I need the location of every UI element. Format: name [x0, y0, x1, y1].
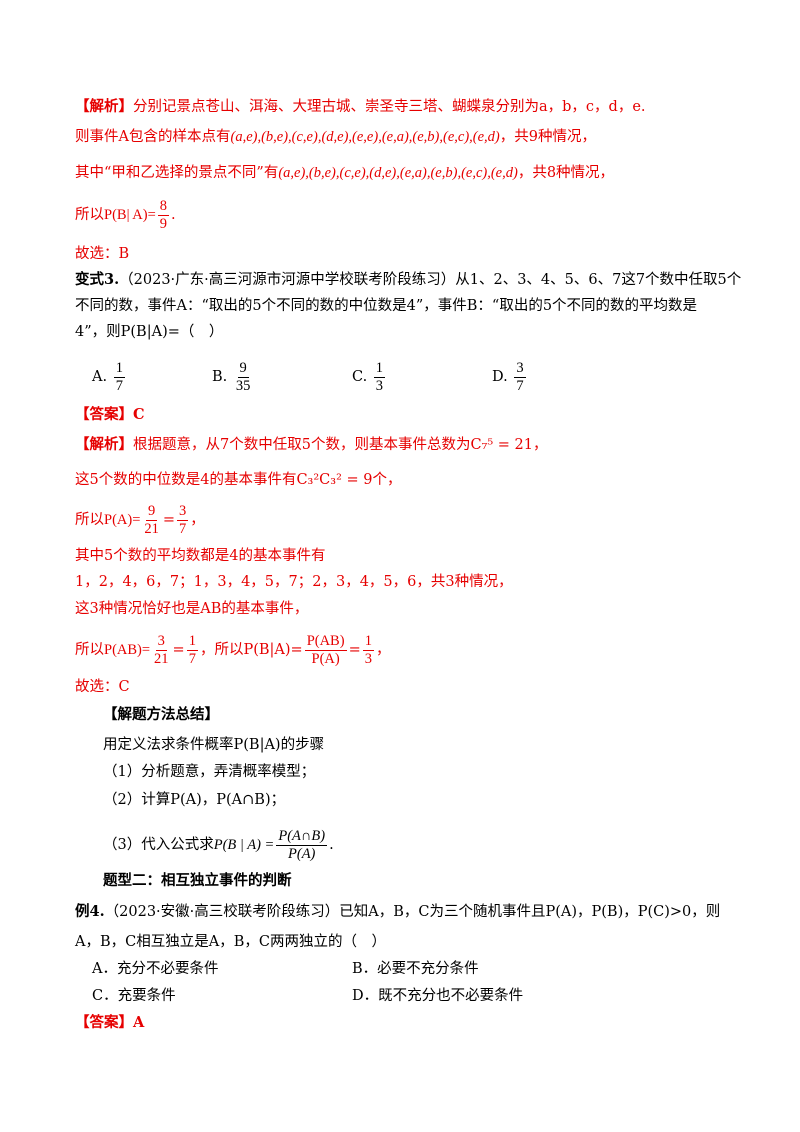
analysis2-line1: 【解析】根据题意，从7个数中任取5个数，则基本事件总数为C₇⁵ = 21， — [75, 435, 548, 455]
example4-label: 例4. — [75, 903, 105, 920]
frac-num: 9 — [237, 359, 249, 378]
option-letter: D. — [492, 369, 508, 385]
analysis1-line2: 则事件A包含的样本点有(a,e),(b,e),(c,e),(d,e),(e,e)… — [75, 127, 596, 147]
frac-den: 35 — [235, 377, 251, 394]
analysis1-line1: 【解析】分别记景点苍山、洱海、大理古城、崇圣寺三塔、蝴蝶泉分别为a，b，c，d，… — [75, 97, 646, 117]
analysis2-text1: 根据题意，从7个数中任取5个数，则基本事件总数为C₇⁵ = 21， — [133, 437, 548, 453]
frac-den: 7 — [179, 520, 187, 537]
analysis2-choice: 故选：C — [75, 679, 130, 695]
frac-den: 3 — [375, 377, 384, 394]
variant3-label: 变式3. — [75, 271, 120, 288]
example4-line2: A，B，C相互独立是A，B，C两两独立的（ ） — [75, 934, 386, 950]
variant3-line1: 变式3.（2023·广东·高三河源市河源中学校联考阶段练习）从1、2、3、4、5… — [75, 270, 741, 290]
frac-num: 3 — [155, 632, 167, 651]
summary-step3: （3）代入公式求P(B | A) =P(A∩B)P(A). — [103, 825, 334, 865]
analysis2-line6: 这3种情况恰好也是AB的基本事件， — [75, 601, 309, 617]
example4-option-c: C．充要条件 — [92, 988, 176, 1004]
analysis2-line5: 1，2，4，6，7；1，3，4，5，7；2，3，4，5，6，共3种情况， — [75, 574, 513, 590]
frac-num: P(A∩B) — [276, 827, 328, 846]
option-letter: B. — [212, 369, 228, 385]
analysis1-line3-pre: 其中“甲和乙选择的景点不同”有 — [75, 165, 279, 181]
frac-den: 7 — [516, 377, 524, 394]
summary-step1: （1）分析题意，弄清概率模型； — [103, 764, 316, 780]
frac-num: 8 — [157, 197, 170, 216]
summary-step3-pre: （3）代入公式求 — [103, 837, 214, 853]
analysis1-line2-post: ，共9种情况， — [499, 129, 596, 145]
analysis1-line3-post: ，共8种情况， — [517, 165, 615, 181]
analysis1-line3: 其中“甲和乙选择的景点不同”有(a,e),(b,e),(c,e),(d,e),(… — [75, 163, 614, 183]
frac-num: 1 — [362, 632, 374, 651]
frac-den: 7 — [188, 650, 196, 667]
variant3-line2: 不同的数，事件A：“取出的5个不同的数的中位数是4”，事件B：“取出的5个不同的… — [75, 298, 698, 314]
fraction: P(A∩B)P(A) — [276, 827, 328, 863]
analysis2-line7-pre: 所以P(AB)= — [75, 642, 151, 658]
option-letter: C. — [352, 369, 368, 385]
analysis2-line2: 这5个数的中位数是4的基本事件有C₃²C₃² = 9个， — [75, 472, 402, 488]
analysis1-line3-math: (a,e),(b,e),(c,e),(d,e),(e,a),(e,b),(e,c… — [278, 165, 518, 181]
example4-option-d: D．既不充分也不必要条件 — [352, 988, 524, 1004]
analysis2-line3-pre: 所以P(A)= — [75, 512, 141, 528]
frac-den: 9 — [159, 215, 168, 232]
frac-num: P(AB) — [304, 632, 347, 651]
frac-num: 9 — [146, 502, 158, 521]
frac-num: 1 — [113, 359, 125, 378]
example4-option-a: A．充分不必要条件 — [92, 961, 219, 977]
variant3-text1: （2023·广东·高三河源市河源中学校联考阶段练习）从1、2、3、4、5、6、7… — [119, 272, 742, 288]
option-letter: A. — [92, 369, 108, 385]
analysis2-line4: 其中5个数的平均数都是4的基本事件有 — [75, 548, 326, 564]
variant3-line3: 4”，则P(B|A)=（ ） — [75, 324, 224, 340]
summary-intro: 用定义法求条件概率P(B|A)的步骤 — [103, 737, 325, 753]
variant3-answer: 【答案】C — [75, 406, 145, 423]
frac-den: 21 — [144, 520, 159, 537]
example4-answer: 【答案】A — [75, 1014, 145, 1031]
frac-num: 1 — [186, 632, 198, 651]
example4-line1: 例4.（2023·安徽·高三校联考阶段练习）已知A，B，C为三个随机事件且P(A… — [75, 902, 720, 922]
frac-den: 7 — [115, 377, 123, 394]
frac-den: P(A) — [311, 650, 340, 667]
summary-formula-left: P(B | A) = — [213, 837, 275, 853]
frac-den: 3 — [364, 650, 372, 667]
fraction: P(AB)P(A) — [304, 632, 347, 668]
example4-text1: （2023·安徽·高三校联考阶段练习）已知A，B，C为三个随机事件且P(A)，P… — [104, 904, 721, 920]
frac-num: 1 — [373, 359, 386, 378]
summary-title: 【解题方法总结】 — [103, 706, 219, 723]
type2-title: 题型二：相互独立事件的判断 — [103, 872, 292, 889]
analysis2-line7-mid: ，所以P(B|A)= — [199, 642, 303, 658]
frac-num: 3 — [177, 502, 189, 521]
analysis2-line3-post: ， — [190, 512, 205, 528]
analysis-tag: 【解析】 — [75, 436, 133, 453]
analysis1-line2-pre: 则事件A包含的样本点有 — [75, 129, 231, 145]
analysis2-line7-post: ， — [375, 642, 391, 658]
analysis1-line4-post: . — [171, 207, 176, 223]
summary-step3-post: . — [329, 837, 334, 853]
frac-den: P(A) — [288, 845, 316, 862]
analysis-tag: 【解析】 — [75, 98, 133, 115]
frac-num: 3 — [514, 359, 526, 378]
summary-step2: （2）计算P(A)，P(A∩B)； — [103, 792, 286, 808]
analysis1-line4-pre: 所以P(B| A)= — [75, 207, 156, 223]
frac-den: 21 — [154, 650, 169, 667]
example4-option-b: B．必要不充分条件 — [352, 961, 479, 977]
analysis1-choice: 故选：B — [75, 246, 130, 262]
analysis1-text: 分别记景点苍山、洱海、大理古城、崇圣寺三塔、蝴蝶泉分别为a，b，c，d，e. — [133, 99, 646, 115]
analysis1-line2-math: (a,e),(b,e),(c,e),(d,e),(e,e),(e,a),(e,b… — [230, 129, 500, 145]
